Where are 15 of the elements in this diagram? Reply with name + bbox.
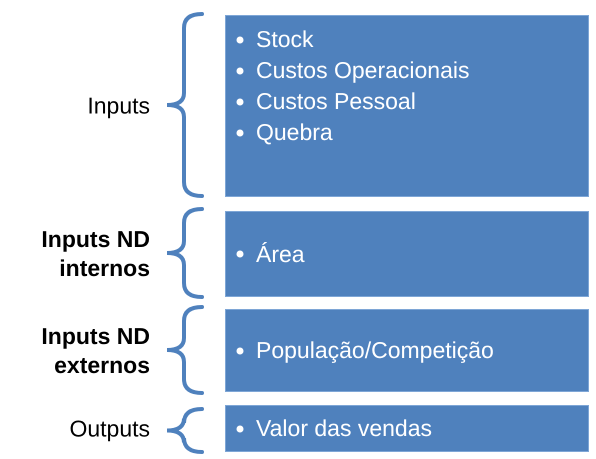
bullet-item: Quebra [256, 118, 333, 147]
bullet-item: População/Competição [256, 336, 494, 365]
bullet-item: Valor das vendas [256, 414, 432, 443]
text-panel [225, 211, 589, 297]
bullet-item: Stock [256, 25, 314, 54]
text-panel [225, 309, 589, 392]
row-heading: Inputs [86, 92, 150, 120]
row-heading: Outputs [68, 414, 150, 443]
bullet-item: Custos Operacionais [256, 56, 470, 85]
bullet-item: Custos Pessoal [256, 87, 416, 116]
row-heading: Inputs ND externos [40, 322, 150, 380]
text-panel [225, 405, 589, 452]
bullet-item: Área [256, 240, 305, 268]
text-panel [225, 15, 589, 197]
row-heading: Inputs ND internos [40, 225, 150, 283]
